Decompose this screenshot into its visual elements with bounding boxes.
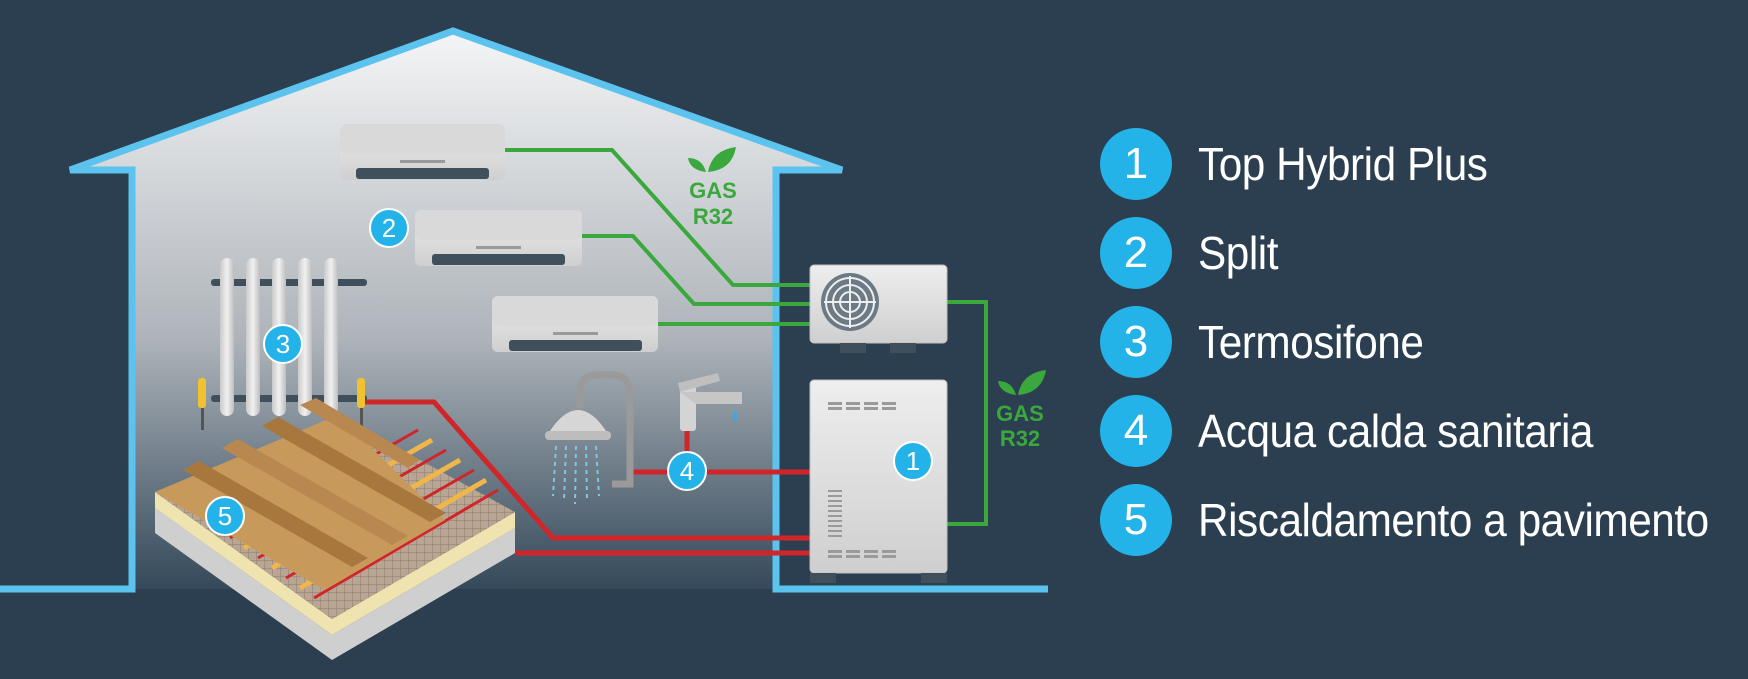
hybrid-unit xyxy=(809,379,948,583)
gas-label: R32 xyxy=(693,204,733,229)
legend-label: Acqua calda sanitaria xyxy=(1198,405,1593,457)
marker-2: 2 xyxy=(369,208,409,248)
legend: 1 Top Hybrid Plus 2 Split 3 Termosifone … xyxy=(1100,128,1740,573)
legend-label: Termosifone xyxy=(1198,316,1424,368)
svg-text:2: 2 xyxy=(382,213,396,243)
radiator xyxy=(198,258,367,430)
leaf-icon xyxy=(998,370,1046,395)
house-outline xyxy=(0,27,1048,593)
marker-1: 1 xyxy=(893,441,933,481)
refrigerant-lines xyxy=(505,148,988,526)
heating-system-diagram: GAS R32 GAS R32 1 2 3 4 5 xyxy=(0,27,1048,660)
gas-label: GAS xyxy=(996,401,1044,426)
marker-5: 5 xyxy=(205,496,245,536)
underfloor-heating xyxy=(155,398,515,660)
gas-label: R32 xyxy=(1000,426,1040,451)
legend-label: Riscaldamento a pavimento xyxy=(1198,494,1709,546)
legend-item: 2 Split xyxy=(1100,217,1740,289)
svg-text:5: 5 xyxy=(218,501,232,531)
marker-4: 4 xyxy=(667,451,707,491)
marker-3: 3 xyxy=(263,324,303,364)
legend-item: 1 Top Hybrid Plus xyxy=(1100,128,1740,200)
legend-number-badge: 4 xyxy=(1100,395,1172,467)
legend-number-badge: 3 xyxy=(1100,306,1172,378)
legend-label: Top Hybrid Plus xyxy=(1198,138,1488,190)
svg-text:4: 4 xyxy=(680,456,694,486)
legend-item: 3 Termosifone xyxy=(1100,306,1740,378)
water-lines xyxy=(364,399,810,556)
legend-number-badge: 1 xyxy=(1100,128,1172,200)
outdoor-fan-unit xyxy=(809,264,948,353)
legend-item: 4 Acqua calda sanitaria xyxy=(1100,395,1740,467)
legend-item: 5 Riscaldamento a pavimento xyxy=(1100,484,1740,556)
legend-label: Split xyxy=(1198,227,1279,279)
shower xyxy=(545,371,634,505)
tap xyxy=(678,373,742,431)
split-unit xyxy=(340,124,505,180)
legend-number-badge: 5 xyxy=(1100,484,1172,556)
svg-text:1: 1 xyxy=(906,446,920,476)
leaf-icon xyxy=(688,147,736,172)
split-unit xyxy=(492,296,658,352)
split-unit xyxy=(415,210,582,266)
gas-label: GAS xyxy=(689,178,737,203)
svg-text:3: 3 xyxy=(276,329,290,359)
legend-number-badge: 2 xyxy=(1100,217,1172,289)
